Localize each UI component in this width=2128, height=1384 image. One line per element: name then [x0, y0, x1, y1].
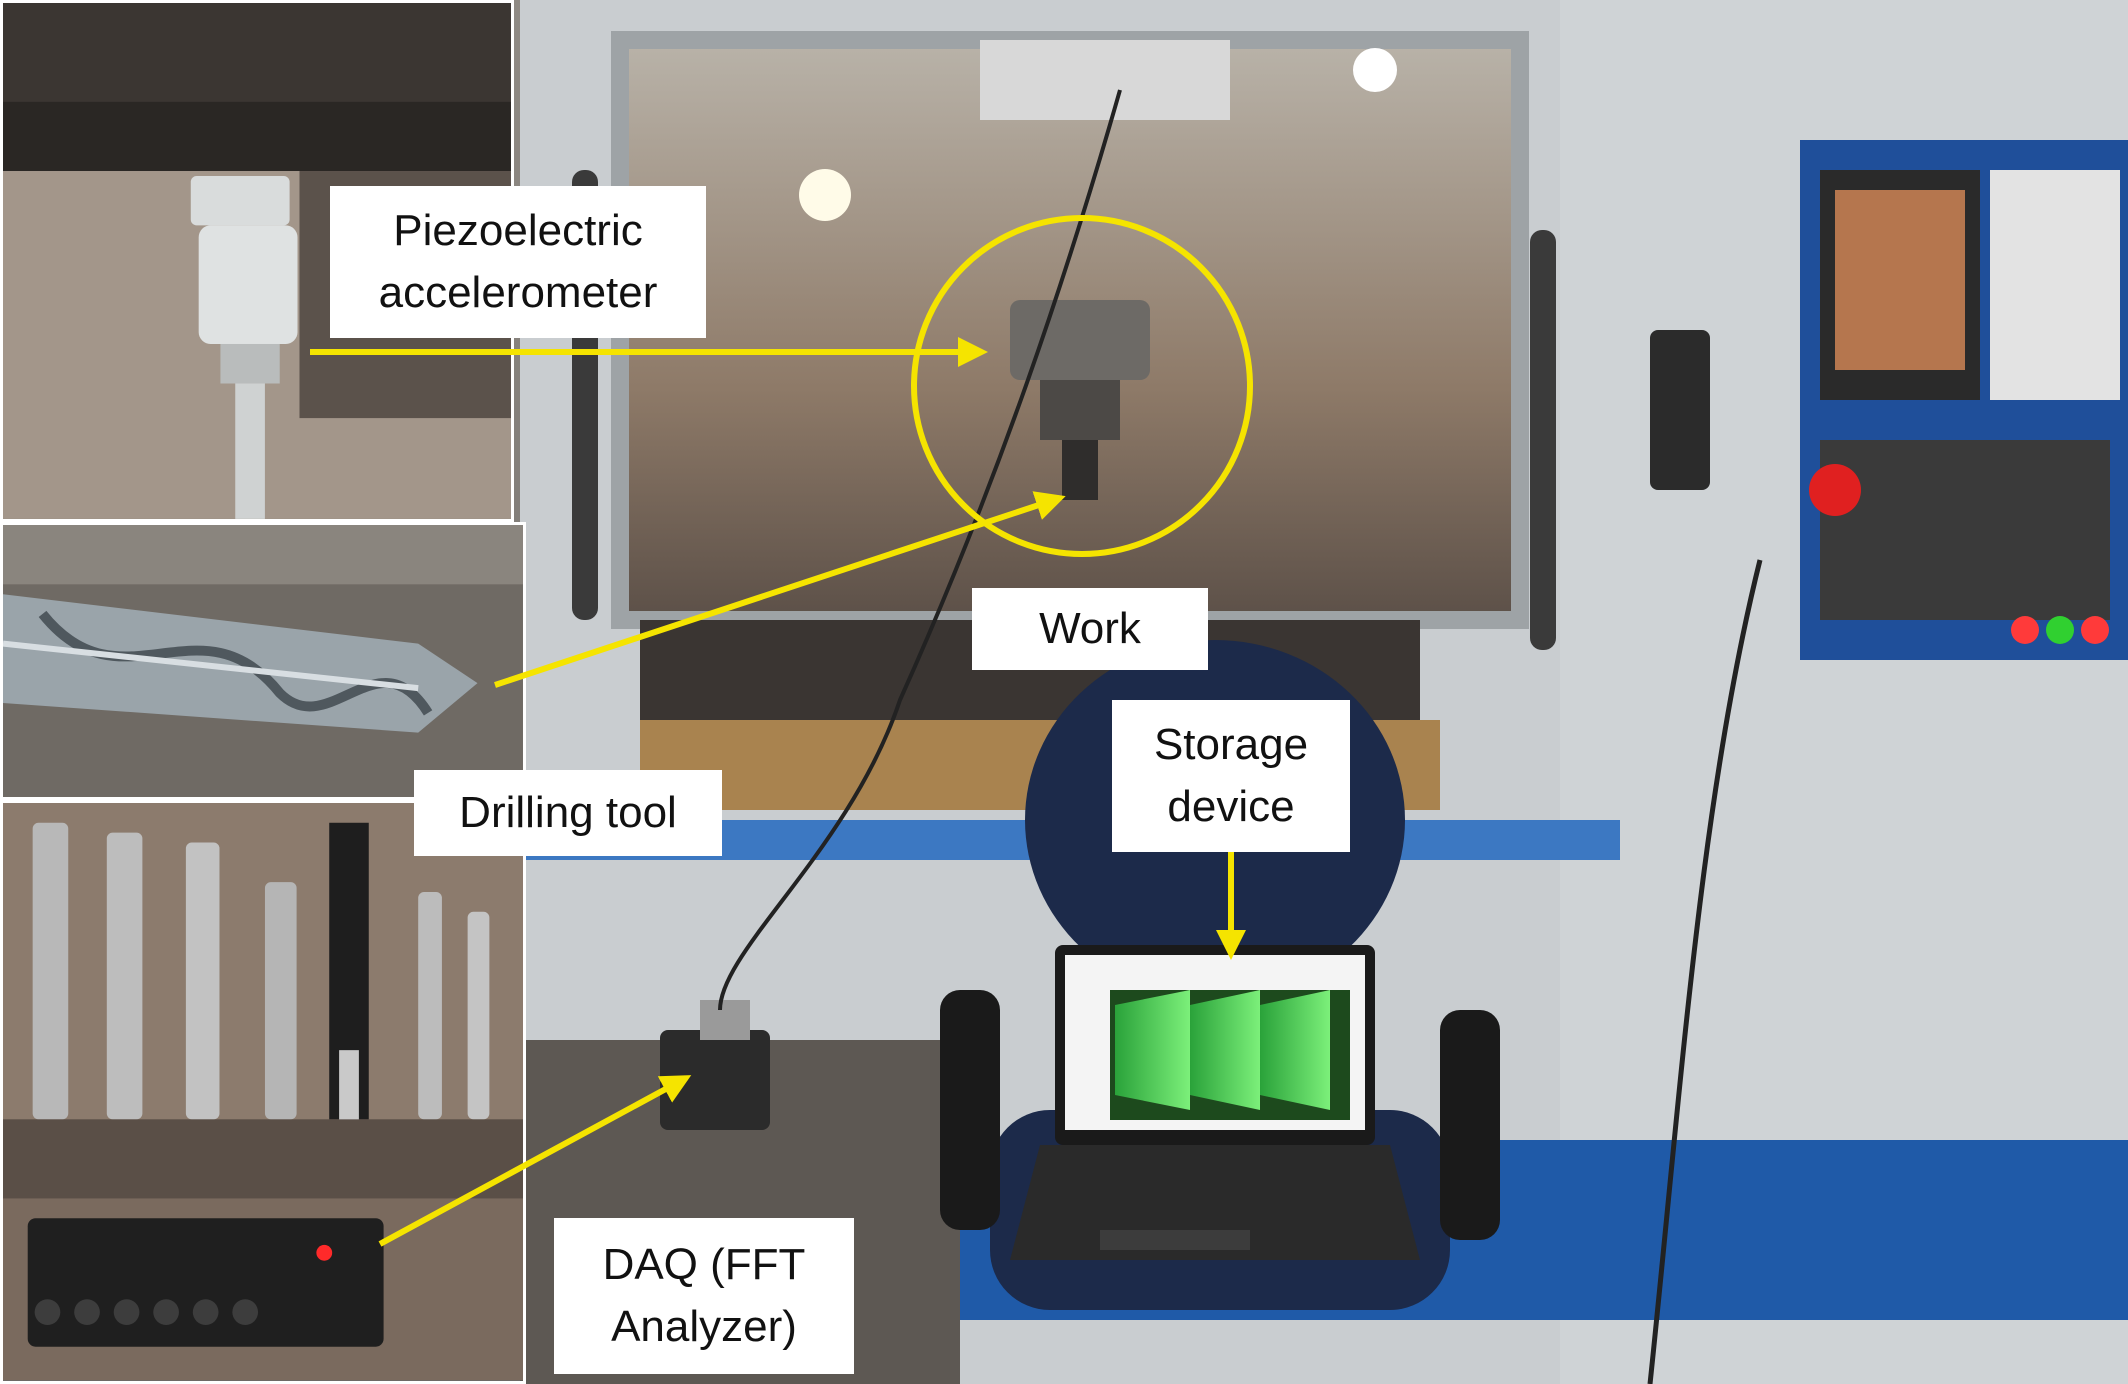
drilling-tool-label: Drilling tool: [414, 770, 722, 856]
drill-bit-closeup-photo: [0, 522, 526, 800]
storage-device-label: Storage device: [1112, 700, 1350, 852]
daq-label: DAQ (FFT Analyzer): [554, 1218, 854, 1374]
tool-set-and-daq-photo: [0, 800, 526, 1384]
accelerometer-label: Piezoelectric accelerometer: [330, 186, 706, 338]
work-label: Work: [972, 588, 1208, 670]
